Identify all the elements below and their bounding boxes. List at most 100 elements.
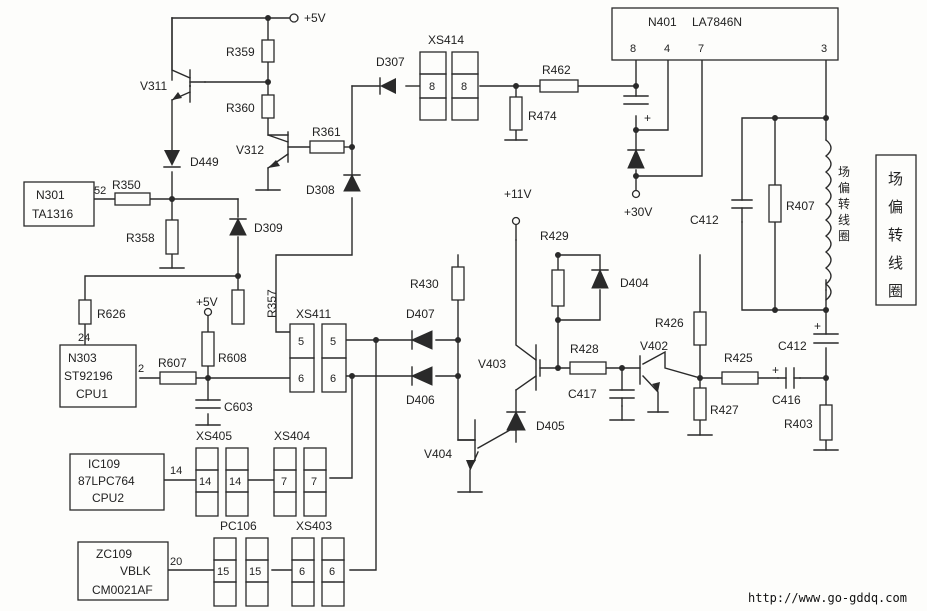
d405-label: D405: [536, 419, 565, 433]
r474-body: [509, 96, 523, 131]
side-label-4: 线: [888, 254, 903, 272]
zc109-part: VBLK: [120, 564, 151, 578]
r350-body: [114, 192, 151, 206]
r360-label: R360: [226, 101, 255, 115]
ic109-sub: CPU2: [92, 491, 124, 505]
r607-label: R607: [158, 356, 187, 370]
supply-11v: +11V: [504, 187, 531, 201]
d308-label: D308: [306, 183, 335, 197]
xs414-pin-b: 8: [461, 81, 467, 93]
pc106-ref: PC106: [220, 519, 257, 533]
xs404-ref: XS404: [274, 429, 310, 443]
resistors: R359 R360 R361 R350 R358 R357 R626 R607 …: [78, 39, 833, 441]
ic109-part: 87LPC764: [78, 474, 135, 488]
d407-label: D407: [406, 307, 435, 321]
xs411-pin-5a: 5: [298, 336, 304, 348]
side-label-5: 圈: [888, 282, 903, 300]
r358-label: R358: [126, 231, 155, 245]
r427-label: R427: [710, 403, 739, 417]
r426-label: R426: [655, 316, 684, 330]
xs405-pin-b: 14: [229, 476, 241, 488]
n401-cap-plus: +: [644, 111, 651, 125]
r462-body: [539, 79, 579, 93]
v402-label: V402: [640, 339, 668, 353]
n401-pin-4: 4: [664, 43, 670, 55]
connector-xs403: 6 6 XS403: [291, 519, 345, 607]
n303-part: ST92196: [64, 369, 113, 383]
r403-body: [819, 404, 833, 441]
r427-body: [693, 387, 707, 421]
xs405-ref: XS405: [196, 429, 232, 443]
c603-label: C603: [224, 400, 253, 414]
supply-30v: +30V: [624, 205, 652, 219]
xs404-pin-a: 7: [281, 476, 287, 488]
n401-ref: N401: [648, 15, 677, 29]
n401-part: LA7846N: [692, 15, 742, 29]
n401-pin-3: 3: [821, 43, 827, 55]
v404-label: V404: [424, 447, 452, 461]
zc109-ref: ZC109: [96, 547, 132, 561]
r608-label: R608: [218, 351, 247, 365]
connector-xs414: 8 8 XS414: [419, 33, 479, 121]
v312-label: V312: [236, 143, 264, 157]
n303-pin-2: 2: [138, 363, 144, 375]
connector-xs405: 14 14 XS405: [195, 429, 249, 517]
transistors: V311 V312 V403 V402 V404: [140, 17, 668, 470]
supply-terminals: +5V +5V +11V +30V: [196, 11, 652, 317]
pc106-pin-a: 15: [217, 566, 229, 578]
c412b-label: C412: [778, 339, 807, 353]
r357-label: R357: [265, 289, 279, 318]
r361-body: [309, 140, 345, 154]
d309-label: D309: [254, 221, 283, 235]
zc109-pin-20: 20: [170, 556, 182, 568]
pc106-pin-b: 15: [249, 566, 261, 578]
r626-label: R626: [97, 307, 126, 321]
diodes: D307 D308 D449 D309 D404 D407 D406 D405: [163, 55, 649, 433]
connector-pc106: 15 15 PC106: [213, 519, 269, 607]
r359-body: [261, 39, 275, 63]
deflection-coil: 场 偏 转 线 圈: [824, 117, 850, 301]
r403-label: R403: [784, 417, 813, 431]
zc109-sub: CM0021AF: [92, 583, 153, 597]
r407-label: R407: [786, 199, 815, 213]
connector-xs411: 5 5 6 6 XS411: [289, 307, 347, 393]
n303-pin-24: 24: [78, 332, 90, 344]
connector-xs404: 7 7 XS404: [273, 429, 327, 517]
r426-body: [693, 311, 707, 346]
c416-label: C416: [772, 393, 801, 407]
ground-symbols: [159, 139, 839, 493]
ic-zc109: ZC109 VBLK CM0021AF 20: [77, 541, 182, 601]
xs403-ref: XS403: [296, 519, 332, 533]
ic-n401: N401 LA7846N 8 4 7 3: [611, 7, 839, 61]
ic109-pin-14: 14: [170, 465, 182, 477]
r358-body: [165, 219, 179, 255]
side-label-1: 场: [888, 170, 903, 188]
r474-label: R474: [528, 109, 557, 123]
coil-label-1: 场: [838, 165, 850, 179]
n303-sub: CPU1: [76, 387, 108, 401]
ic-n303: 24 N303 ST92196 CPU1 2: [59, 332, 144, 408]
r626-body: [78, 299, 92, 325]
coil-label-4: 线: [838, 213, 850, 227]
v311-label: V311: [140, 79, 167, 93]
r462-label: R462: [542, 63, 571, 77]
r429-label: R429: [540, 229, 569, 243]
d307-body: [380, 78, 396, 94]
r359-label: R359: [226, 45, 255, 59]
n301-ref: N301: [36, 188, 65, 202]
xs414-pin-a: 8: [429, 81, 435, 93]
r361-label: R361: [312, 125, 341, 139]
n401-pin-8: 8: [630, 43, 636, 55]
xs414-ref: XS414: [428, 33, 464, 47]
xs403-pin-b: 6: [329, 566, 335, 578]
junction-dots: [169, 15, 829, 381]
n301-part: TA1316: [32, 207, 73, 221]
r430-body: [451, 266, 465, 301]
d307-label: D307: [376, 55, 405, 69]
r407-body: [768, 184, 782, 223]
d406-label: D406: [406, 393, 435, 407]
coil-label-3: 转: [838, 196, 850, 211]
v403-label: V403: [478, 357, 506, 371]
r429-body: [551, 269, 565, 307]
